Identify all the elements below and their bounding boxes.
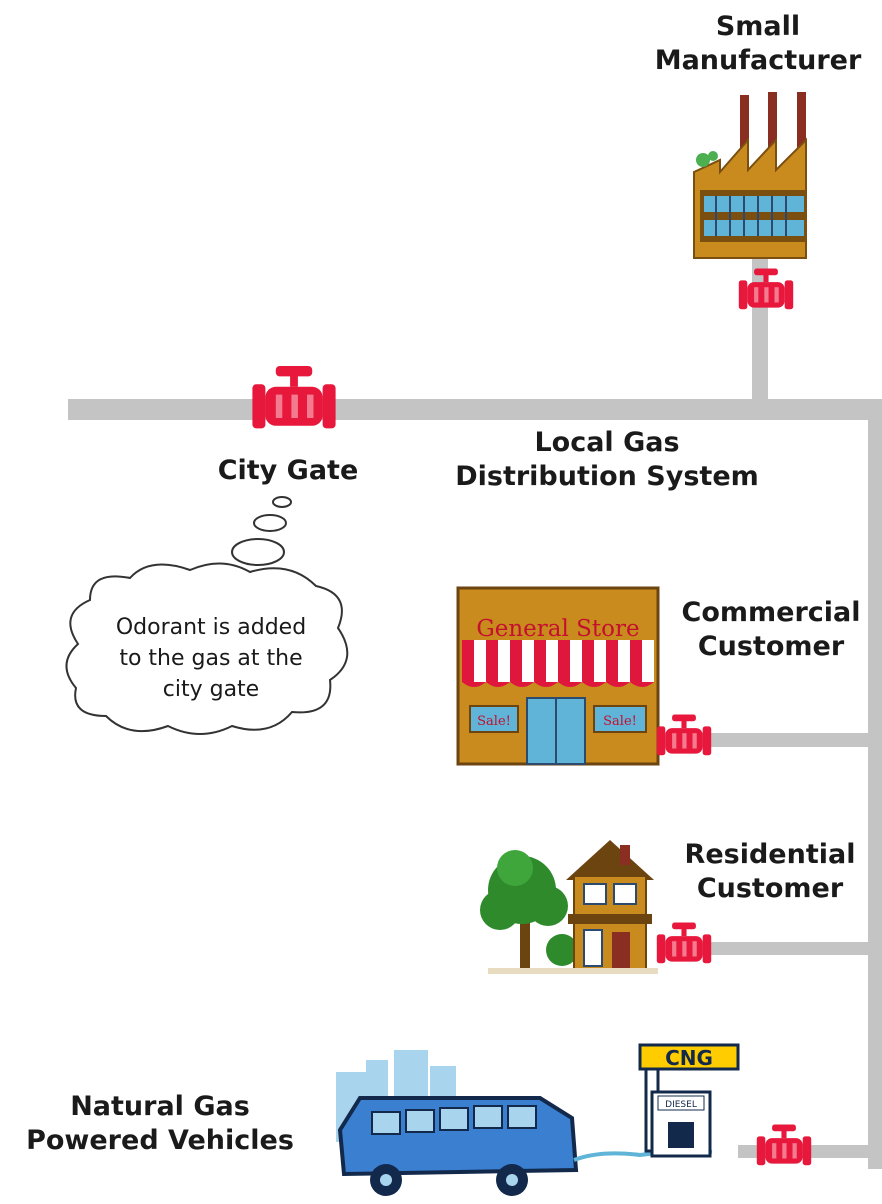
valve-icon xyxy=(738,268,794,310)
valve-icon xyxy=(252,366,336,429)
cng-sign: CNG xyxy=(665,1046,713,1070)
cng-station-icon: CNG DIESEL xyxy=(638,1043,740,1158)
label-local-gas-distribution: Local Gas Distribution System xyxy=(455,427,759,492)
sale-sign-right: Sale! xyxy=(603,714,637,729)
residential-branch-pipe xyxy=(690,942,880,955)
house-icon xyxy=(488,840,658,974)
factory-icon xyxy=(693,92,807,259)
bus-icon xyxy=(337,1096,713,1196)
label-city-gate: City Gate xyxy=(217,455,359,486)
store-sign: General Store xyxy=(476,616,639,642)
valve-icon xyxy=(756,1124,812,1166)
store-icon: General Store Sale! Sale! xyxy=(456,586,660,766)
sale-sign-left: Sale! xyxy=(477,714,511,729)
thought-cloud xyxy=(65,496,349,735)
valve-icon xyxy=(656,922,712,964)
vertical-pipe xyxy=(868,399,882,1169)
label-small-manufacturer: Small Manufacturer xyxy=(654,11,862,76)
cloud-note-text: Odorant is added to the gas at the city … xyxy=(115,615,307,702)
label-residential-customer: Residential Customer xyxy=(684,839,856,904)
pump-sign: DIESEL xyxy=(665,1100,697,1110)
commercial-branch-pipe xyxy=(690,733,880,747)
valve-icon xyxy=(656,714,712,756)
label-commercial-customer: Commercial Customer xyxy=(681,597,861,662)
tree-icon xyxy=(480,850,578,972)
label-natural-gas-vehicles: Natural Gas Powered Vehicles xyxy=(26,1091,294,1156)
